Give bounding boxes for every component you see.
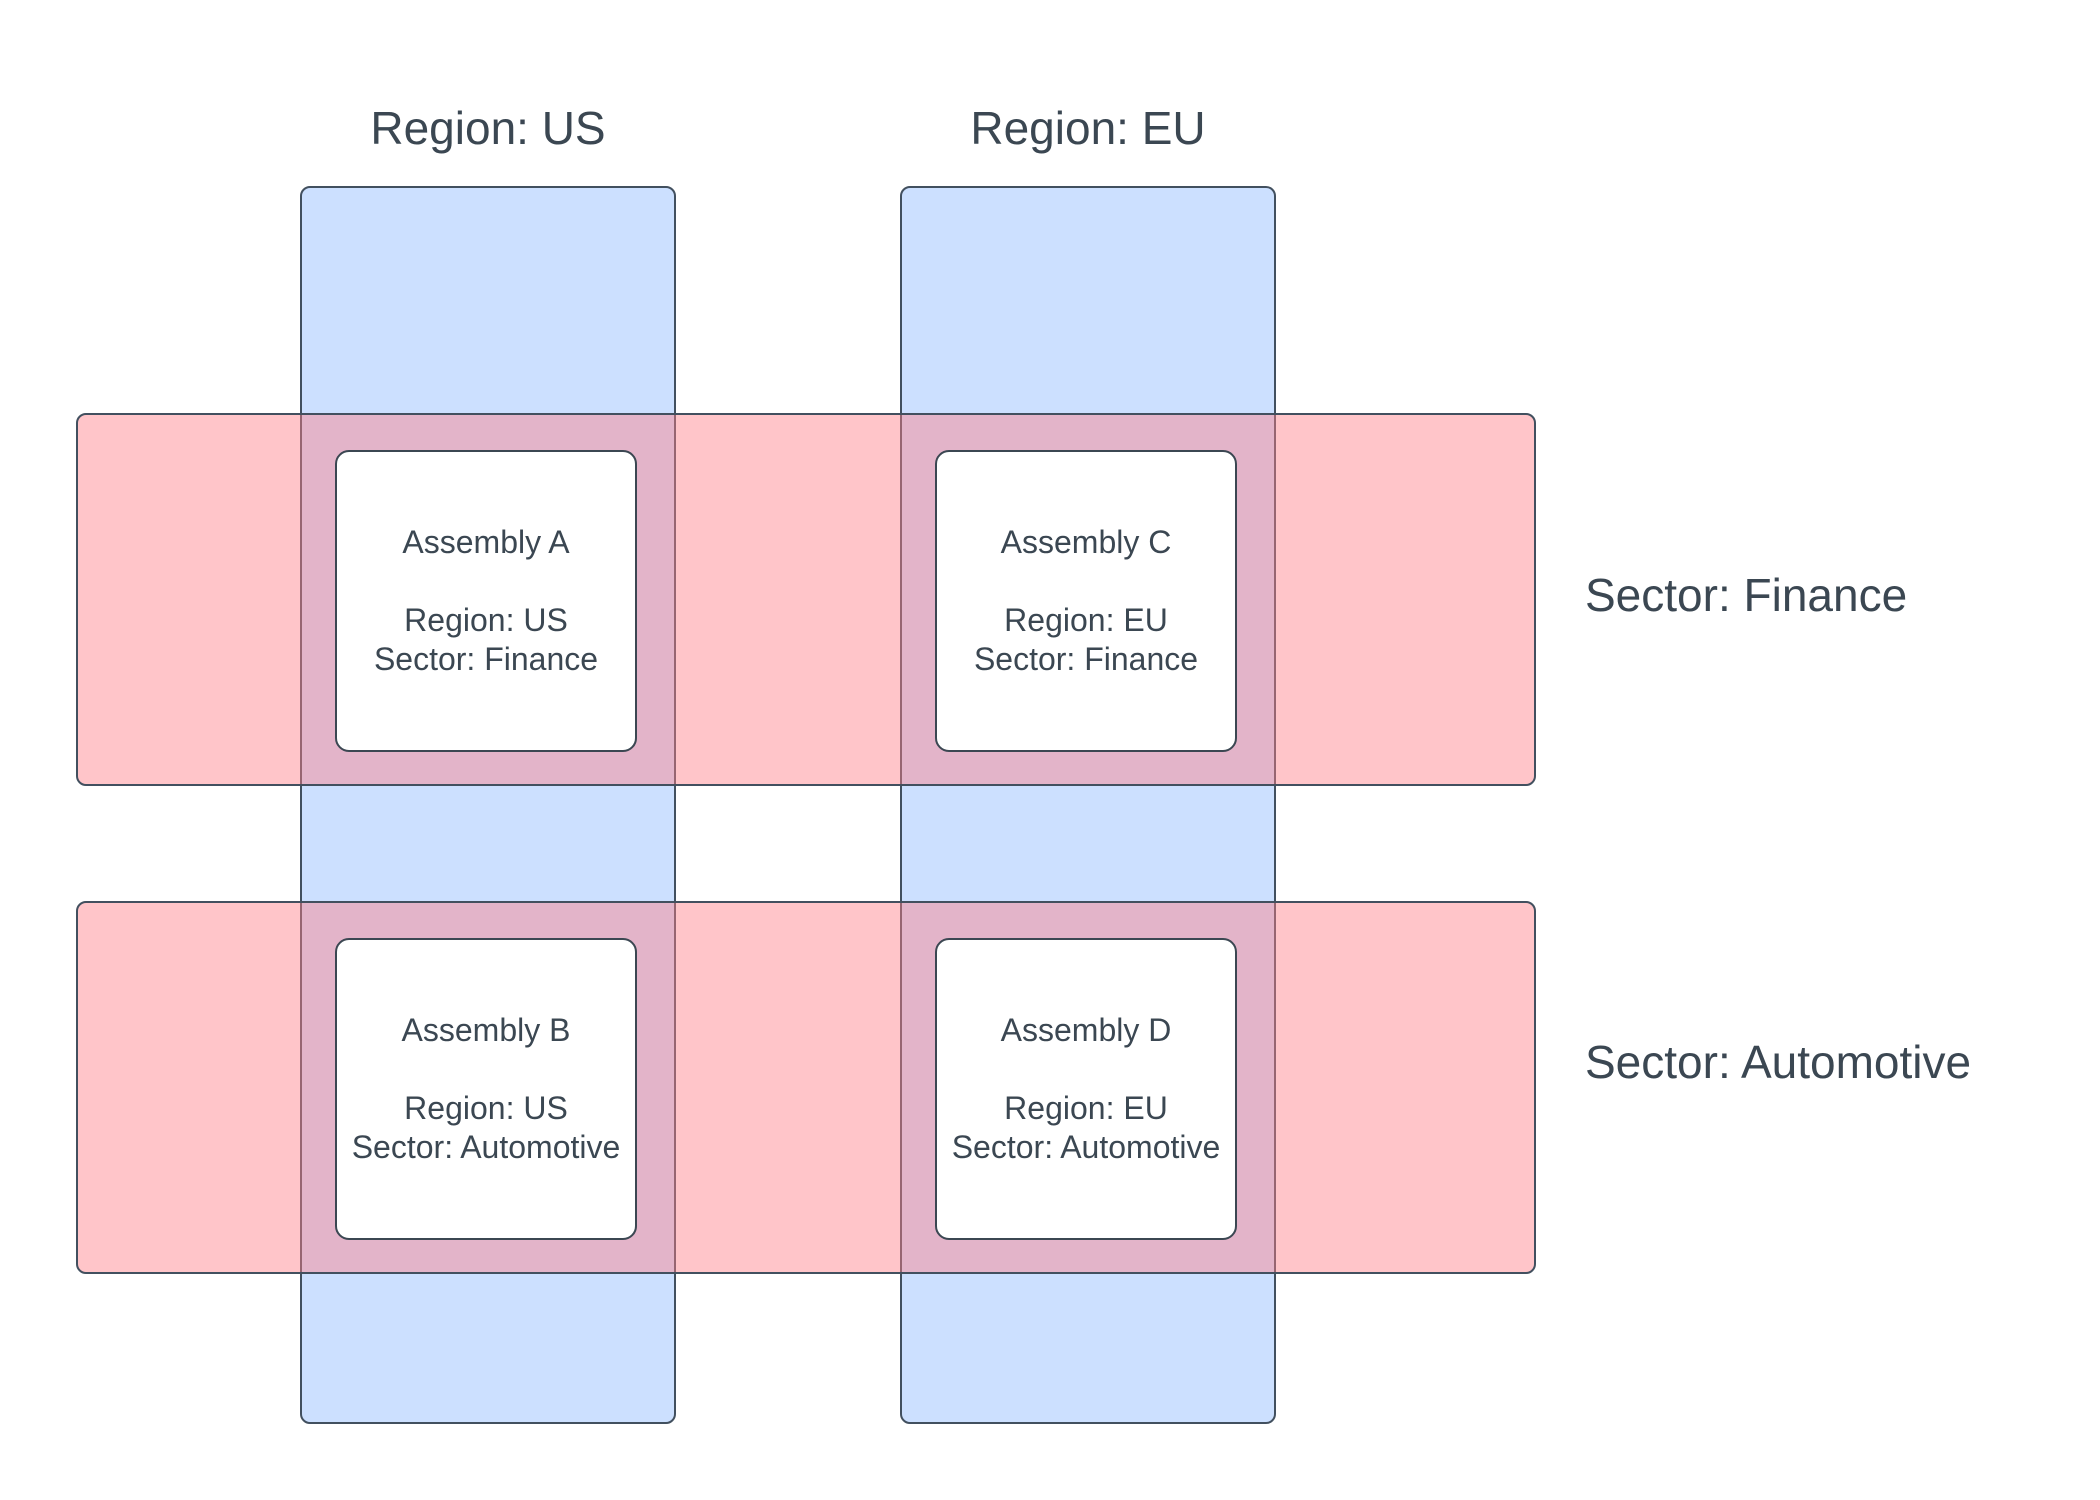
assembly-d-region: Region: EU xyxy=(1004,1090,1168,1126)
assembly-b-title: Assembly B xyxy=(401,1012,571,1048)
region-eu-label: Region: EU xyxy=(970,102,1206,154)
sector-finance-row xyxy=(76,413,1536,786)
assembly-b-region: Region: US xyxy=(404,1090,568,1126)
assembly-a-node: Assembly A Region: US Sector: Finance xyxy=(335,450,637,752)
assembly-a-sector: Sector: Finance xyxy=(373,641,599,677)
assembly-d-node: Assembly D Region: EU Sector: Automotive xyxy=(935,938,1237,1240)
assembly-a-region: Region: US xyxy=(404,602,568,638)
assembly-c-node: Assembly C Region: EU Sector: Finance xyxy=(935,450,1237,752)
sector-automotive-row xyxy=(76,901,1536,1274)
assembly-a-title: Assembly A xyxy=(402,524,570,560)
assembly-c-sector: Sector: Finance xyxy=(973,641,1199,677)
assembly-c-title: Assembly C xyxy=(1000,524,1172,560)
assembly-d-sector: Sector: Automotive xyxy=(951,1129,1221,1165)
region-us-label: Region: US xyxy=(370,102,606,154)
sector-automotive-label: Sector: Automotive xyxy=(1585,1036,1972,1088)
assembly-d-title: Assembly D xyxy=(1000,1012,1172,1048)
assembly-b-sector: Sector: Automotive xyxy=(351,1129,621,1165)
assembly-c-region: Region: EU xyxy=(1004,602,1168,638)
assembly-b-node: Assembly B Region: US Sector: Automotive xyxy=(335,938,637,1240)
sector-finance-label: Sector: Finance xyxy=(1585,569,1908,621)
